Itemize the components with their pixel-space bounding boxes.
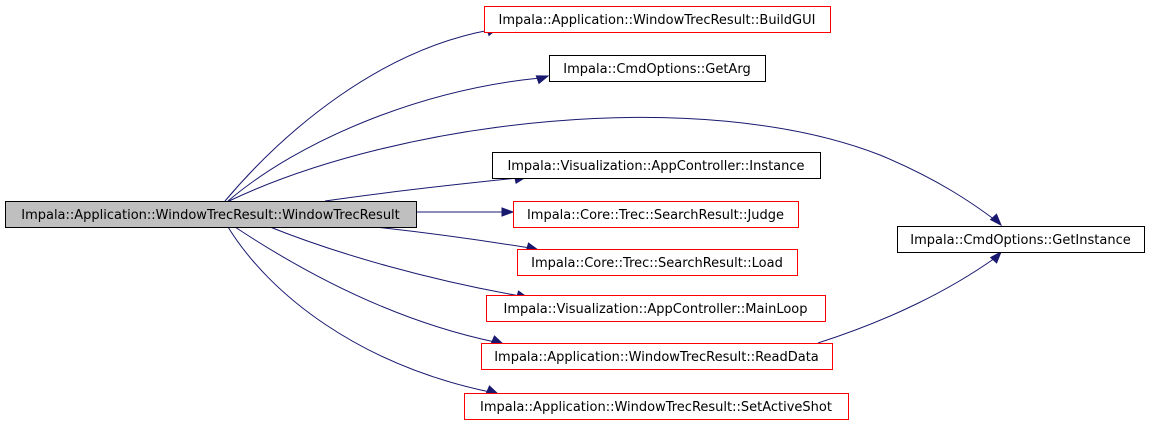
node-instance[interactable]: Impala::Visualization::AppController::In…: [492, 152, 821, 179]
node-buildgui[interactable]: Impala::Application::WindowTrecResult::B…: [484, 6, 831, 33]
node-judge[interactable]: Impala::Core::Trec::SearchResult::Judge: [513, 201, 799, 228]
node-box: [897, 226, 1145, 253]
edge-line: [227, 77, 541, 202]
edge-root-to-readdata: [234, 226, 505, 345]
edge-line: [374, 226, 531, 249]
node-label: Impala::Application::WindowTrecResult::R…: [494, 350, 819, 365]
node-box: [5, 201, 417, 228]
node-getinstance[interactable]: Impala::CmdOptions::GetInstance: [897, 226, 1145, 253]
edge-root-to-getarg: [227, 75, 550, 202]
node-label: Impala::Visualization::AppController::Ma…: [503, 302, 807, 317]
arrowhead-icon: [501, 207, 515, 217]
node-label: Impala::Application::WindowTrecResult::S…: [480, 400, 832, 415]
node-load[interactable]: Impala::Core::Trec::SearchResult::Load: [517, 249, 798, 276]
node-setactiveshot[interactable]: Impala::Application::WindowTrecResult::S…: [464, 393, 849, 420]
nodes-layer: Impala::Application::WindowTrecResult::W…: [5, 6, 1145, 420]
node-label: Impala::Application::WindowTrecResult::W…: [21, 208, 400, 223]
edge-root-to-judge: [416, 207, 515, 217]
node-label: Impala::Core::Trec::SearchResult::Judge: [527, 208, 784, 223]
edge-line: [224, 29, 491, 202]
node-label: Impala::Application::WindowTrecResult::B…: [499, 13, 816, 28]
edge-line: [227, 226, 491, 393]
node-getarg[interactable]: Impala::CmdOptions::GetArg: [549, 55, 766, 82]
edge-readdata-to-getinstance: [817, 250, 1002, 344]
edge-line: [228, 116, 996, 221]
node-box: [481, 343, 833, 370]
node-box: [517, 249, 798, 276]
node-readdata[interactable]: Impala::Application::WindowTrecResult::R…: [481, 343, 833, 370]
edge-root-to-getinstance: [228, 116, 1002, 227]
node-label: Impala::CmdOptions::GetInstance: [910, 233, 1130, 248]
edge-line: [324, 177, 519, 202]
arrowhead-icon: [989, 250, 1002, 264]
node-root: Impala::Application::WindowTrecResult::W…: [5, 201, 417, 228]
node-mainloop[interactable]: Impala::Visualization::AppController::Ma…: [486, 295, 826, 322]
node-box: [492, 152, 821, 179]
node-label: Impala::Core::Trec::SearchResult::Load: [531, 256, 783, 271]
node-box: [549, 55, 766, 82]
node-label: Impala::Visualization::AppController::In…: [507, 159, 804, 174]
node-box: [484, 6, 831, 33]
node-box: [464, 393, 849, 420]
arrowhead-icon: [989, 213, 1002, 227]
arrowhead-icon: [535, 75, 550, 85]
node-box: [513, 201, 799, 228]
edge-line: [234, 226, 496, 343]
node-label: Impala::CmdOptions::GetArg: [563, 62, 750, 77]
edge-line: [817, 257, 996, 344]
edge-line: [269, 226, 521, 297]
node-box: [486, 295, 826, 322]
